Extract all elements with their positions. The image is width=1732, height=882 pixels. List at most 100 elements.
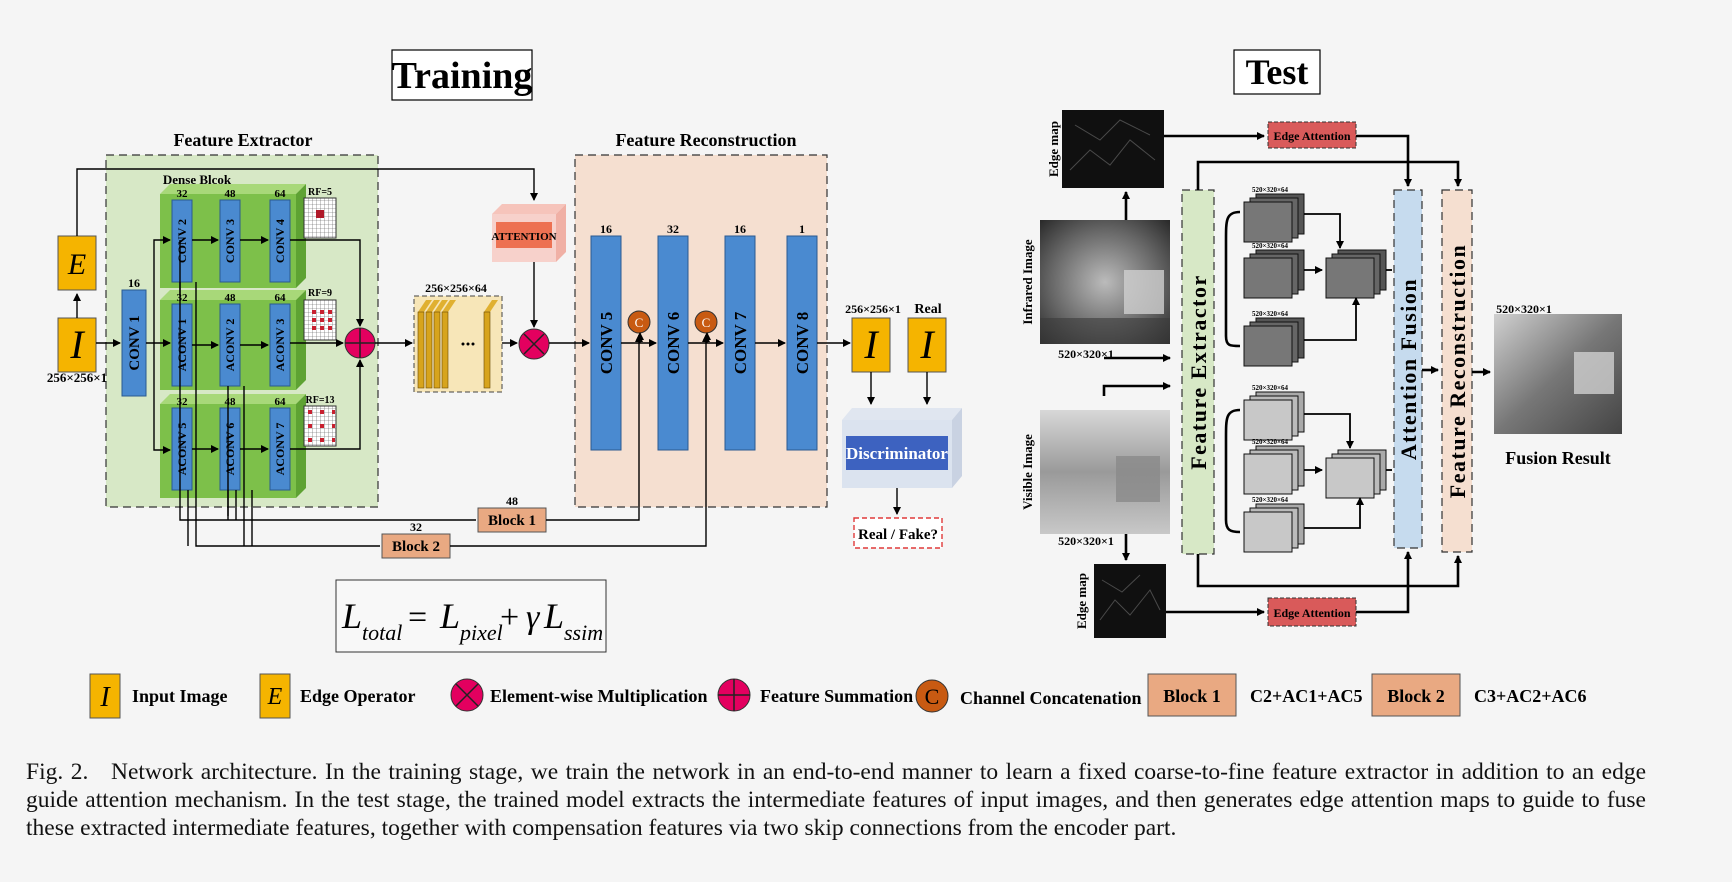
training-title: Training bbox=[392, 55, 533, 97]
edge-attention-bottom-label: Edge Attention bbox=[1273, 606, 1350, 620]
legend-input-swatch bbox=[89, 673, 121, 719]
rf9-label: RF=9 bbox=[308, 288, 332, 299]
test-attention-fusion bbox=[1393, 189, 1423, 549]
input-size: 256×256×1 bbox=[47, 370, 107, 385]
loss-L-ssim: L bbox=[543, 596, 564, 636]
legend-block1-def: C2+AC1+AC5 bbox=[1250, 686, 1363, 706]
aconv5-label: ACONV 5 bbox=[175, 423, 189, 476]
loss-plus: + bbox=[500, 599, 519, 636]
test-attention-fusion-label: Attention Fusion bbox=[1396, 278, 1421, 460]
legend-block2-label: Block 2 bbox=[1387, 686, 1445, 706]
ir-feature-stacks bbox=[1243, 193, 1387, 367]
dense-block-label: Dense Blcok bbox=[163, 172, 232, 187]
aconv1-channels: 32 bbox=[177, 292, 189, 304]
concat-letter-2: C bbox=[702, 315, 711, 330]
conv4-channels: 64 bbox=[275, 188, 287, 200]
aconv6-label: ACONV 6 bbox=[223, 423, 237, 476]
rf13-grid bbox=[303, 405, 337, 447]
visible-image-label: Visible Image bbox=[1020, 434, 1035, 510]
legend-block1-swatch bbox=[1147, 673, 1237, 717]
conv2-block bbox=[171, 199, 193, 283]
loss-gamma: γ bbox=[526, 599, 541, 636]
stack-size-2: 520×320×64 bbox=[1252, 242, 1288, 250]
legend-block2-def: C3+AC2+AC6 bbox=[1474, 686, 1587, 706]
conv2-channels: 32 bbox=[177, 188, 189, 200]
visible-size: 520×320×1 bbox=[1058, 534, 1114, 548]
feature-stack bbox=[417, 300, 498, 389]
feature-extractor-label: Feature Extractor bbox=[173, 130, 312, 150]
attention-block bbox=[492, 204, 566, 262]
rf13-label: RF=13 bbox=[305, 395, 334, 406]
discriminator-label: Discriminator bbox=[846, 444, 948, 463]
stack-size-6: 520×320×64 bbox=[1252, 496, 1288, 504]
concat-letter-1: C bbox=[635, 315, 644, 330]
conv6-channels: 32 bbox=[667, 222, 679, 236]
conv7-block bbox=[724, 235, 756, 451]
conv2-label: CONV 2 bbox=[175, 219, 189, 263]
legend-block1-label: Block 1 bbox=[1163, 686, 1221, 706]
loss-pixel-sub: pixel bbox=[458, 620, 503, 645]
rf9-grid bbox=[303, 299, 337, 341]
figure-caption-text: Network architecture. In the training st… bbox=[26, 759, 1647, 841]
aconv3-block bbox=[269, 303, 291, 387]
block1-label: Block 1 bbox=[488, 513, 536, 529]
edge-operator-box bbox=[57, 235, 97, 291]
figure-caption: Fig. 2. Network architecture. In the tra… bbox=[26, 758, 1646, 842]
conv5-label: CONV 5 bbox=[597, 312, 616, 375]
loss-L-pixel: L bbox=[439, 596, 460, 636]
edge-attention-top bbox=[1267, 121, 1357, 149]
legend-input-label: Input Image bbox=[132, 686, 228, 706]
block1-channels: 48 bbox=[506, 494, 518, 508]
real-letter: I bbox=[919, 322, 935, 367]
aconv7-label: ACONV 7 bbox=[273, 423, 287, 476]
test-title-box bbox=[1233, 49, 1321, 95]
feature-reconstruction-label: Feature Reconstruction bbox=[615, 130, 796, 150]
edge-map-top-label: Edge map bbox=[1046, 121, 1061, 177]
stack-size-5: 520×320×64 bbox=[1252, 438, 1288, 446]
aconv2-label: ACONV 2 bbox=[223, 319, 237, 372]
loss-formula: L total = L pixel + γ L ssim bbox=[335, 579, 607, 653]
loss-eq: = bbox=[408, 599, 427, 636]
training-connectors bbox=[73, 168, 931, 547]
conv8-label: CONV 8 bbox=[793, 312, 812, 375]
conv4-block bbox=[269, 199, 291, 283]
test-stack-connectors bbox=[1304, 213, 1392, 529]
legend-concat-label: Channel Concatenation bbox=[960, 688, 1142, 708]
feature-summation-node bbox=[344, 327, 376, 359]
output-letter: I bbox=[863, 322, 879, 367]
input-letter: I bbox=[69, 322, 85, 367]
stack-size-4: 520×320×64 bbox=[1252, 384, 1288, 392]
conv6-block bbox=[657, 235, 689, 451]
real-fake-box bbox=[853, 517, 943, 549]
edge-map-bottom-label: Edge map bbox=[1074, 573, 1089, 629]
legend-input-letter: I bbox=[99, 682, 111, 713]
aconv5-channels: 32 bbox=[177, 396, 189, 408]
infrared-image-label: Infrared Image bbox=[1020, 239, 1035, 325]
conv3-label: CONV 3 bbox=[223, 219, 237, 263]
edge-attention-bottom bbox=[1267, 597, 1357, 627]
real-label: Real bbox=[914, 302, 941, 317]
aconv2-channels: 48 bbox=[225, 292, 237, 304]
conv5-channels: 16 bbox=[600, 222, 612, 236]
legend-sum-label: Feature Summation bbox=[760, 686, 913, 706]
conv8-channels: 1 bbox=[799, 222, 805, 236]
stack-size-3: 520×320×64 bbox=[1252, 310, 1288, 318]
loss-box bbox=[335, 579, 607, 653]
loss-ssim-sub: ssim bbox=[564, 620, 603, 645]
fusion-size: 520×320×1 bbox=[1496, 302, 1552, 316]
infrared-size: 520×320×1 bbox=[1058, 347, 1114, 361]
test-feature-extractor-label: Feature Extractor bbox=[1186, 274, 1211, 470]
legend-edge-letter: E bbox=[267, 684, 283, 710]
legend: I Input Image E Edge Operator Element-wi… bbox=[89, 673, 1587, 719]
fusion-result-label: Fusion Result bbox=[1505, 448, 1611, 468]
conv1-block bbox=[121, 289, 147, 397]
conv6-label: CONV 6 bbox=[664, 312, 683, 375]
conv1-channels: 16 bbox=[128, 276, 140, 290]
aconv7-channels: 64 bbox=[275, 396, 287, 408]
training-section: Training Feature Extractor Dense Blcok E… bbox=[47, 49, 962, 559]
block2-label: Block 2 bbox=[392, 539, 440, 555]
aconv3-label: ACONV 3 bbox=[273, 319, 287, 372]
test-connectors bbox=[1102, 132, 1491, 616]
test-feature-reconstruction-label: Feature Reconstruction bbox=[1445, 244, 1470, 498]
aconv6-channels: 48 bbox=[225, 396, 237, 408]
